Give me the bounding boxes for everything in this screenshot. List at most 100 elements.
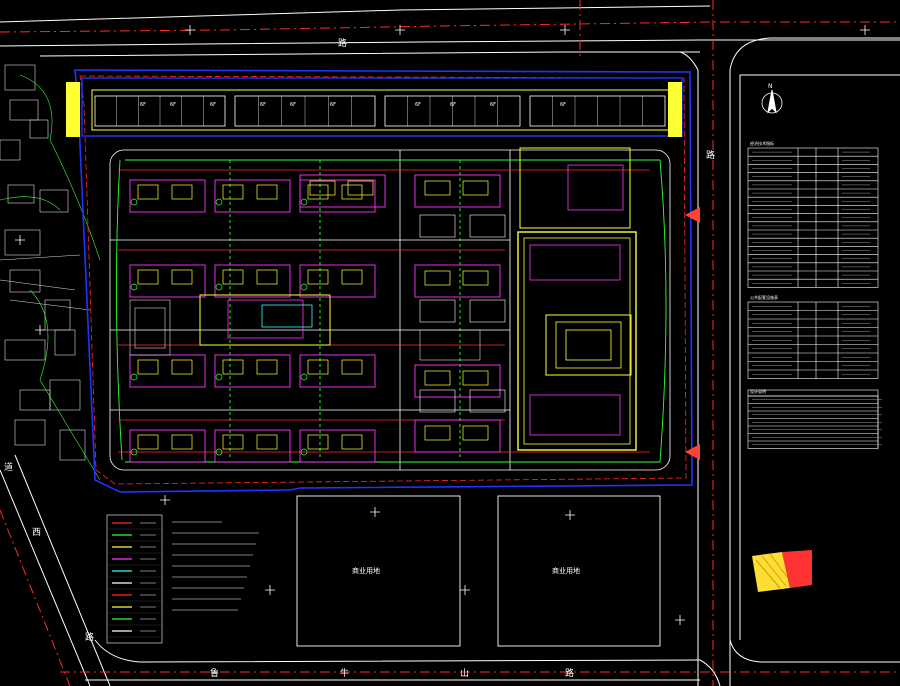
west-hatch bbox=[66, 82, 80, 137]
residential-block bbox=[299, 264, 376, 298]
north-road-char-1: 路 bbox=[338, 37, 347, 49]
legend bbox=[106, 514, 163, 644]
existing-building bbox=[9, 99, 39, 121]
grid-cross bbox=[15, 235, 25, 245]
unit-outline bbox=[256, 184, 278, 200]
existing-building bbox=[14, 419, 46, 446]
unit-outline bbox=[222, 184, 244, 200]
grid-cross bbox=[395, 25, 405, 35]
residential-block bbox=[129, 179, 206, 213]
small-structure bbox=[419, 214, 456, 238]
south-commercial-lots bbox=[296, 495, 661, 647]
unit-outline bbox=[307, 184, 329, 200]
residential-block bbox=[129, 429, 206, 463]
unit-outline bbox=[424, 425, 451, 441]
residential-block bbox=[414, 419, 501, 453]
small-structure bbox=[469, 214, 506, 238]
tables bbox=[747, 147, 882, 449]
residential-block bbox=[214, 179, 291, 213]
marker-circle bbox=[130, 283, 138, 291]
unit-outline bbox=[347, 180, 374, 196]
unit-outline bbox=[307, 434, 329, 450]
building-floor-label: 6F bbox=[450, 102, 456, 108]
existing-building bbox=[49, 379, 81, 411]
table-2-title: 公共配套设施表 bbox=[750, 294, 778, 300]
unit-outline bbox=[137, 359, 159, 375]
existing-building bbox=[7, 184, 35, 204]
residential-block bbox=[214, 264, 291, 298]
grid-cross bbox=[185, 25, 195, 35]
residential-block bbox=[129, 264, 206, 298]
residential-block bbox=[414, 264, 501, 298]
marker-circle bbox=[215, 373, 223, 381]
pipe-lines-green bbox=[115, 159, 667, 463]
residential-block bbox=[414, 364, 501, 398]
small-structure bbox=[419, 389, 456, 413]
road-network bbox=[0, 5, 900, 686]
building-floor-label: 6F bbox=[210, 102, 216, 108]
unit-outline bbox=[462, 425, 489, 441]
marker-circle bbox=[300, 373, 308, 381]
west-existing-buildings bbox=[0, 64, 101, 481]
unit-outline bbox=[341, 269, 363, 285]
lot-label-1: 商业用地 bbox=[352, 566, 380, 575]
north-building-row bbox=[66, 77, 683, 137]
marker-circle bbox=[215, 448, 223, 456]
marker-circle bbox=[300, 198, 308, 206]
unit-outline bbox=[171, 434, 193, 450]
grid-cross bbox=[675, 615, 685, 625]
grid-cross bbox=[860, 25, 870, 35]
west-road bbox=[0, 254, 91, 311]
lot-label-2: 商业用地 bbox=[552, 566, 580, 575]
unit-outline bbox=[171, 184, 193, 200]
unit-outline bbox=[309, 180, 336, 196]
table-frame bbox=[747, 147, 879, 288]
unit-outline bbox=[424, 180, 451, 196]
location-inset bbox=[752, 550, 812, 592]
unit-outline bbox=[462, 180, 489, 196]
unit-outline bbox=[341, 434, 363, 450]
existing-building bbox=[59, 429, 86, 461]
unit-outline bbox=[137, 434, 159, 450]
table-1-title: 经济技术指标 bbox=[750, 140, 774, 146]
marker-circle bbox=[215, 198, 223, 206]
east-hatch bbox=[668, 82, 682, 137]
internal-roads bbox=[109, 149, 671, 471]
table-3-title: 设计说明 bbox=[750, 388, 766, 394]
unit-outline bbox=[341, 359, 363, 375]
existing-building bbox=[54, 329, 76, 356]
unit-outline bbox=[462, 370, 489, 386]
grid-cross bbox=[565, 510, 575, 520]
small-structure bbox=[469, 299, 506, 323]
unit-outline bbox=[222, 269, 244, 285]
unit-outline bbox=[424, 370, 451, 386]
grid-cross bbox=[370, 507, 380, 517]
north-arrow-label: N bbox=[768, 83, 773, 90]
existing-building bbox=[29, 119, 49, 139]
marker-circle bbox=[300, 448, 308, 456]
unit-outline bbox=[341, 184, 363, 200]
building-floor-label: 6F bbox=[140, 102, 146, 108]
central-courtyard bbox=[129, 294, 481, 361]
grid-cross bbox=[265, 585, 275, 595]
unit-outline bbox=[462, 270, 489, 286]
residential-block bbox=[214, 354, 291, 388]
unit-outline bbox=[307, 269, 329, 285]
unit-outline bbox=[256, 359, 278, 375]
site-boundary bbox=[74, 69, 693, 493]
small-structure bbox=[469, 389, 506, 413]
building-floor-label: 6F bbox=[490, 102, 496, 108]
existing-building bbox=[19, 389, 51, 411]
south-road-char-4: 路 bbox=[565, 667, 574, 679]
small-structure bbox=[419, 299, 456, 323]
east-compound bbox=[517, 147, 637, 451]
grid-crosses bbox=[15, 25, 870, 625]
east-road-char-1: 路 bbox=[706, 149, 715, 161]
table-frame bbox=[747, 301, 879, 379]
building-floor-label: 6F bbox=[290, 102, 296, 108]
west-green-line bbox=[19, 74, 101, 261]
existing-building bbox=[0, 139, 21, 161]
entrance-arrows bbox=[685, 207, 700, 460]
residential-block bbox=[299, 429, 376, 463]
